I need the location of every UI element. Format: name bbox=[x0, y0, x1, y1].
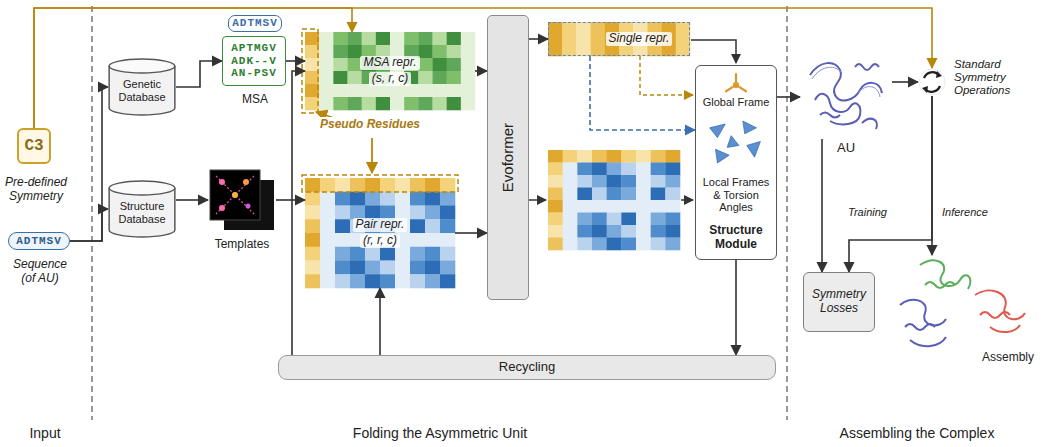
template-images bbox=[208, 168, 276, 232]
callout-label: Pseudo Residues bbox=[318, 117, 422, 131]
node-title: Genetic Database bbox=[108, 70, 176, 103]
sequence-pill: ADTMSVSequence (of AU) bbox=[8, 232, 70, 250]
node-title: Single repr. bbox=[606, 32, 673, 46]
node-title: Templates bbox=[200, 238, 284, 252]
wire bbox=[529, 199, 546, 201]
single-repr: Single repr. bbox=[548, 22, 690, 56]
connector bbox=[292, 71, 305, 355]
node-title: Structure Database bbox=[108, 192, 176, 225]
node-title: MSA repr. bbox=[360, 56, 419, 70]
assembly: Assembly bbox=[880, 255, 1040, 360]
pair-grid bbox=[305, 178, 455, 288]
node-text: Pre-defined Symmetry bbox=[0, 176, 75, 204]
node-title: Assembly bbox=[976, 351, 1040, 365]
node-text: ADK--V bbox=[231, 55, 277, 68]
symmetry-op-icon bbox=[918, 68, 946, 96]
wire bbox=[640, 56, 693, 95]
path-label: Inference bbox=[942, 206, 988, 218]
symmetry-operator: Standard Symmetry Operations bbox=[918, 68, 946, 96]
wire bbox=[691, 40, 736, 63]
node-title: Global Frame bbox=[696, 96, 776, 109]
node-text: APTMGV bbox=[231, 42, 277, 55]
msa-repr: MSA repr. (s, r, c) bbox=[305, 32, 475, 110]
connector bbox=[892, 81, 918, 83]
section-divider bbox=[787, 6, 788, 420]
path-label: Training bbox=[848, 206, 887, 218]
pair-repr: Pair repr. (r, r, c) bbox=[305, 178, 455, 288]
node-text: Local Frames & Torsion Angles bbox=[698, 176, 774, 214]
connector bbox=[475, 70, 487, 72]
section-label: Input bbox=[29, 425, 60, 441]
connector bbox=[176, 61, 222, 87]
evoformer-box: Evoformer bbox=[487, 15, 529, 300]
loss-box: Symmetry Losses bbox=[803, 272, 875, 332]
node-text: MSA bbox=[223, 93, 287, 107]
node-title: Pair repr. bbox=[353, 218, 408, 232]
node-title: C3 bbox=[24, 137, 43, 155]
msa-grid bbox=[305, 32, 475, 110]
section-divider bbox=[92, 6, 93, 420]
node-text: Structure Module bbox=[696, 224, 776, 252]
connector bbox=[176, 199, 208, 201]
connector bbox=[34, 8, 352, 128]
section-label: Assembling the Complex bbox=[840, 425, 995, 441]
pseudo-arrow bbox=[371, 138, 373, 173]
connector bbox=[455, 232, 487, 234]
asymmetric-unit: AU bbox=[800, 55, 892, 139]
recycling-bar: Recycling bbox=[278, 355, 776, 380]
node-title: Recycling bbox=[499, 360, 555, 375]
protein-illustration bbox=[800, 55, 892, 139]
node-text: (s, r, c) bbox=[369, 72, 412, 86]
connector bbox=[931, 96, 933, 255]
connector bbox=[590, 56, 695, 130]
node-text: (r, r, c) bbox=[360, 234, 400, 248]
node-text: AN-PSV bbox=[231, 67, 277, 80]
symmetry-box: C3Pre-defined Symmetry bbox=[17, 128, 51, 164]
node-title: AU bbox=[830, 141, 862, 156]
connector bbox=[34, 8, 932, 128]
pseudo-residue-box bbox=[302, 175, 458, 192]
connector bbox=[735, 260, 737, 355]
database: Structure Database bbox=[108, 180, 176, 238]
connector bbox=[821, 139, 823, 272]
node-title: Symmetry Losses bbox=[804, 288, 874, 316]
node-title: ADTMSV bbox=[228, 15, 282, 32]
pair-out-grid bbox=[548, 150, 680, 250]
wire bbox=[681, 199, 693, 201]
connector bbox=[286, 60, 305, 62]
templates: Templates bbox=[208, 168, 276, 232]
connector bbox=[276, 199, 305, 201]
connector bbox=[379, 288, 381, 355]
node-title: Evoformer bbox=[499, 123, 516, 192]
node-title: ADTMSV bbox=[16, 235, 62, 248]
connector bbox=[849, 96, 932, 272]
node-text: Sequence (of AU) bbox=[5, 258, 75, 286]
section-label: Folding the Asymmetric Unit bbox=[353, 425, 527, 441]
msa-box: ADTMSVAPTMGVADK--VAN-PSVMSA bbox=[222, 36, 286, 86]
structure-module: Global FrameLocal Frames & Torsion Angle… bbox=[695, 65, 777, 260]
connector bbox=[70, 87, 108, 241]
database: Genetic Database bbox=[108, 58, 176, 116]
connector bbox=[777, 96, 800, 98]
single-grid bbox=[548, 22, 690, 56]
node-title: Standard Symmetry Operations bbox=[954, 58, 1040, 98]
connector bbox=[529, 38, 548, 40]
connector bbox=[70, 209, 108, 241]
assembly-illustration bbox=[880, 255, 1040, 360]
